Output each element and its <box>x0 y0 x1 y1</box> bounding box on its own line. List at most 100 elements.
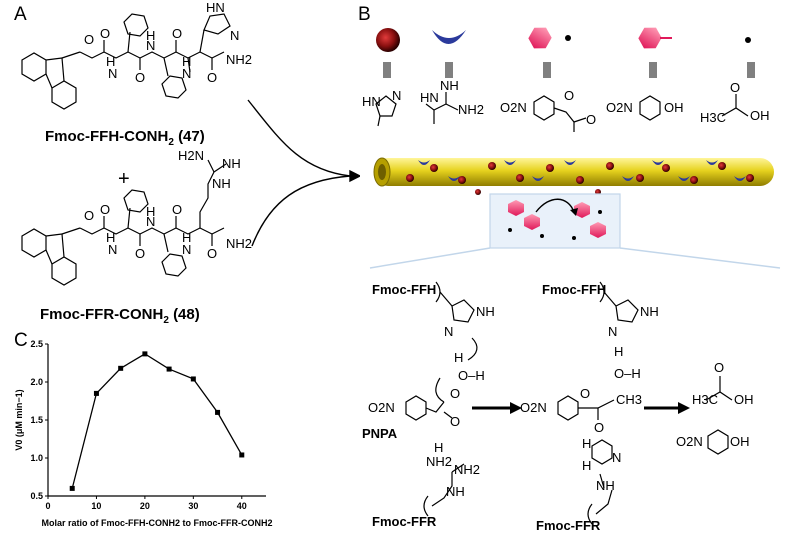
x-tick-label: 40 <box>237 501 247 511</box>
atom-o: O <box>172 26 182 41</box>
data-point <box>166 366 172 372</box>
label-fmoc-ffr-right: Fmoc-FFR <box>536 518 601 533</box>
equivalence-bars <box>383 62 755 78</box>
atom-h: H <box>182 230 191 245</box>
atom-nh: NH <box>212 176 231 191</box>
atom-hn: HN <box>420 90 439 105</box>
x-axis-label: Molar ratio of Fmoc-FFH-CONH2 to Fmoc-FF… <box>42 518 273 528</box>
x-tick-label: 20 <box>140 501 150 511</box>
data-point <box>93 390 99 396</box>
nanofiber <box>373 157 774 187</box>
data-point <box>142 351 148 357</box>
y-ticks: 0.51.01.52.02.5 <box>30 339 48 501</box>
atom-h: H <box>614 344 623 359</box>
panel-c-chart: 0 10 20 30 40 0.51.01.52.02.5 Molar ratio of… <box>14 339 273 528</box>
y-tick-label: 2.5 <box>30 339 43 349</box>
atom-o: O <box>580 386 590 401</box>
fiber-spheres <box>406 162 754 195</box>
x-ticks: 0 10 20 30 40 <box>45 496 247 511</box>
atom-o: O <box>586 112 596 127</box>
plus-sign: + <box>118 168 130 190</box>
atom-n: N <box>608 324 617 339</box>
data-point <box>215 409 221 415</box>
atom-nh2: NH2 <box>426 454 452 469</box>
atom-h: H <box>434 440 443 455</box>
label-fmoc-ffr-left: Fmoc-FFR <box>372 514 437 529</box>
atom-h3c: H3C <box>700 110 726 125</box>
atom-nh2: NH2 <box>458 102 484 117</box>
guanidine-crescent-icon <box>432 30 466 44</box>
atom-oh: OH <box>750 108 770 123</box>
atom-hn: HN <box>362 94 381 109</box>
atom-n: N <box>230 28 239 43</box>
series-points <box>69 351 245 491</box>
atom-nh2: NH2 <box>226 236 252 251</box>
molecule-48-label: Fmoc-FFR-CONH2 (48) <box>40 306 200 326</box>
atom-o: O <box>730 80 740 95</box>
atom-h: H <box>106 230 115 245</box>
atom-o: O <box>207 246 217 261</box>
atom-nh: NH <box>596 478 615 493</box>
label-fmoc-ffh-left: Fmoc-FFH <box>372 282 436 297</box>
atom-o: O <box>100 202 110 217</box>
atom-ch3: CH3 <box>616 392 642 407</box>
atom-n: N <box>182 242 191 257</box>
atom-h: H <box>146 28 155 43</box>
y-axis-label: V0 (μM min−1) <box>14 389 24 450</box>
atom-o: O <box>84 208 94 223</box>
atom-o: O <box>135 246 145 261</box>
y-tick-label: 1.0 <box>30 453 43 463</box>
atom-nh: NH <box>476 304 495 319</box>
atom-n: N <box>392 88 401 103</box>
atom-nh: NH <box>440 78 459 93</box>
panel-b-scheme: HN N HN NH2 NH O2N O O O2N OH H3C OH O <box>362 27 781 533</box>
atom-nh: NH <box>446 484 465 499</box>
x-tick-label: 0 <box>45 501 50 511</box>
atom-nh2: NH2 <box>226 52 252 67</box>
atom-o: O <box>207 70 217 85</box>
atom-h: H <box>182 54 191 69</box>
panel-a-structures: O H N O O N H O H N O NH2 HN N <box>21 0 360 286</box>
atom-o2n: O2N <box>606 100 633 115</box>
label-pnpa: PNPA <box>362 426 398 441</box>
chart-axes <box>47 344 266 497</box>
atom-o: O <box>100 26 110 41</box>
atom-o2n: O2N <box>520 400 547 415</box>
acetate-dot-icon <box>745 37 751 43</box>
panel-label-a: A <box>14 4 27 25</box>
atom-hn: HN <box>206 0 225 15</box>
data-point <box>69 485 75 491</box>
atom-n: N <box>444 324 453 339</box>
atom-o: O <box>135 70 145 85</box>
atom-h: H <box>582 436 591 451</box>
water-right: O–H <box>614 366 641 381</box>
series-line <box>71 353 243 489</box>
legend-icons <box>376 27 751 52</box>
fluorenyl-group-47 <box>21 51 81 110</box>
reaction-inset <box>369 193 781 269</box>
atom-n: N <box>612 450 621 465</box>
fluorenyl-group-48 <box>21 227 81 286</box>
atom-o: O <box>564 88 574 103</box>
nitrophenol-hexagon-icon <box>638 27 672 49</box>
atom-oh: OH <box>730 434 750 449</box>
panel-label-c: C <box>14 330 28 351</box>
atom-n: N <box>108 66 117 81</box>
atom-o2n: O2N <box>676 434 703 449</box>
atom-h: H <box>454 350 463 365</box>
atom-o2n: O2N <box>368 400 395 415</box>
label-fmoc-ffh-right: Fmoc-FFH <box>542 282 606 297</box>
atom-o: O <box>172 202 182 217</box>
x-tick-label: 30 <box>188 501 198 511</box>
atom-n: N <box>182 66 191 81</box>
atom-h: H <box>582 458 591 473</box>
imidazole-sphere-icon <box>376 28 400 52</box>
atom-o: O <box>84 32 94 47</box>
fiber-crescents <box>418 160 746 181</box>
data-point <box>239 452 245 458</box>
atom-n: N <box>146 214 155 229</box>
atom-o: O <box>714 360 724 375</box>
atom-h2n: H2N <box>178 148 204 163</box>
atom-o: O <box>450 414 460 429</box>
x-tick-label: 10 <box>91 501 101 511</box>
